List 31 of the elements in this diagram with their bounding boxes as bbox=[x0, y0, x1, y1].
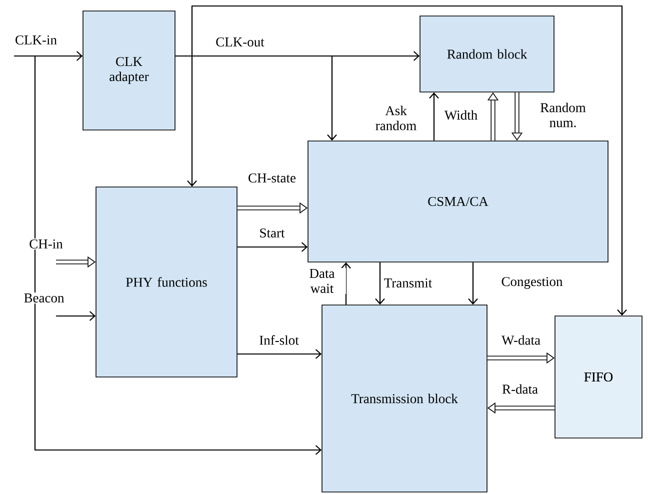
edge-label: CH-state bbox=[247, 172, 297, 184]
arrow bbox=[14, 51, 83, 61]
block-box: Transmission block bbox=[322, 304, 488, 492]
edge-label: Congestion bbox=[500, 276, 564, 290]
arrow bbox=[375, 262, 385, 305]
edge-label: W-data bbox=[500, 334, 542, 346]
edge-label: Width bbox=[443, 109, 479, 121]
edge-label: Ask random bbox=[365, 104, 427, 132]
arrow bbox=[468, 262, 478, 305]
arrow bbox=[341, 262, 351, 305]
arrow bbox=[34, 56, 322, 455]
edge-label: Transmit bbox=[382, 277, 434, 289]
edge-label: Random num. bbox=[532, 102, 594, 128]
edge-label: R-data bbox=[501, 383, 539, 395]
edge-label: CLK-in bbox=[14, 34, 58, 46]
node-label: FIFO bbox=[584, 372, 613, 382]
edge-label: CH-in bbox=[28, 238, 64, 250]
arrow bbox=[175, 5, 627, 316]
arrow bbox=[237, 242, 308, 252]
edge-label: Inf-slot bbox=[258, 334, 300, 346]
edge-label: Start bbox=[258, 227, 286, 239]
block-box: PHY functions bbox=[96, 186, 238, 378]
block-box: CSMA/CA bbox=[308, 140, 608, 262]
arrow bbox=[429, 92, 439, 141]
block-box: Random block bbox=[420, 16, 554, 92]
edge-label: Data wait bbox=[298, 268, 346, 294]
arrow bbox=[237, 349, 322, 359]
arrow bbox=[56, 311, 96, 321]
edge-label: CLK-out bbox=[214, 36, 266, 48]
block-box: CLK adapter bbox=[82, 10, 176, 130]
edge-label: Beacon bbox=[22, 292, 66, 304]
